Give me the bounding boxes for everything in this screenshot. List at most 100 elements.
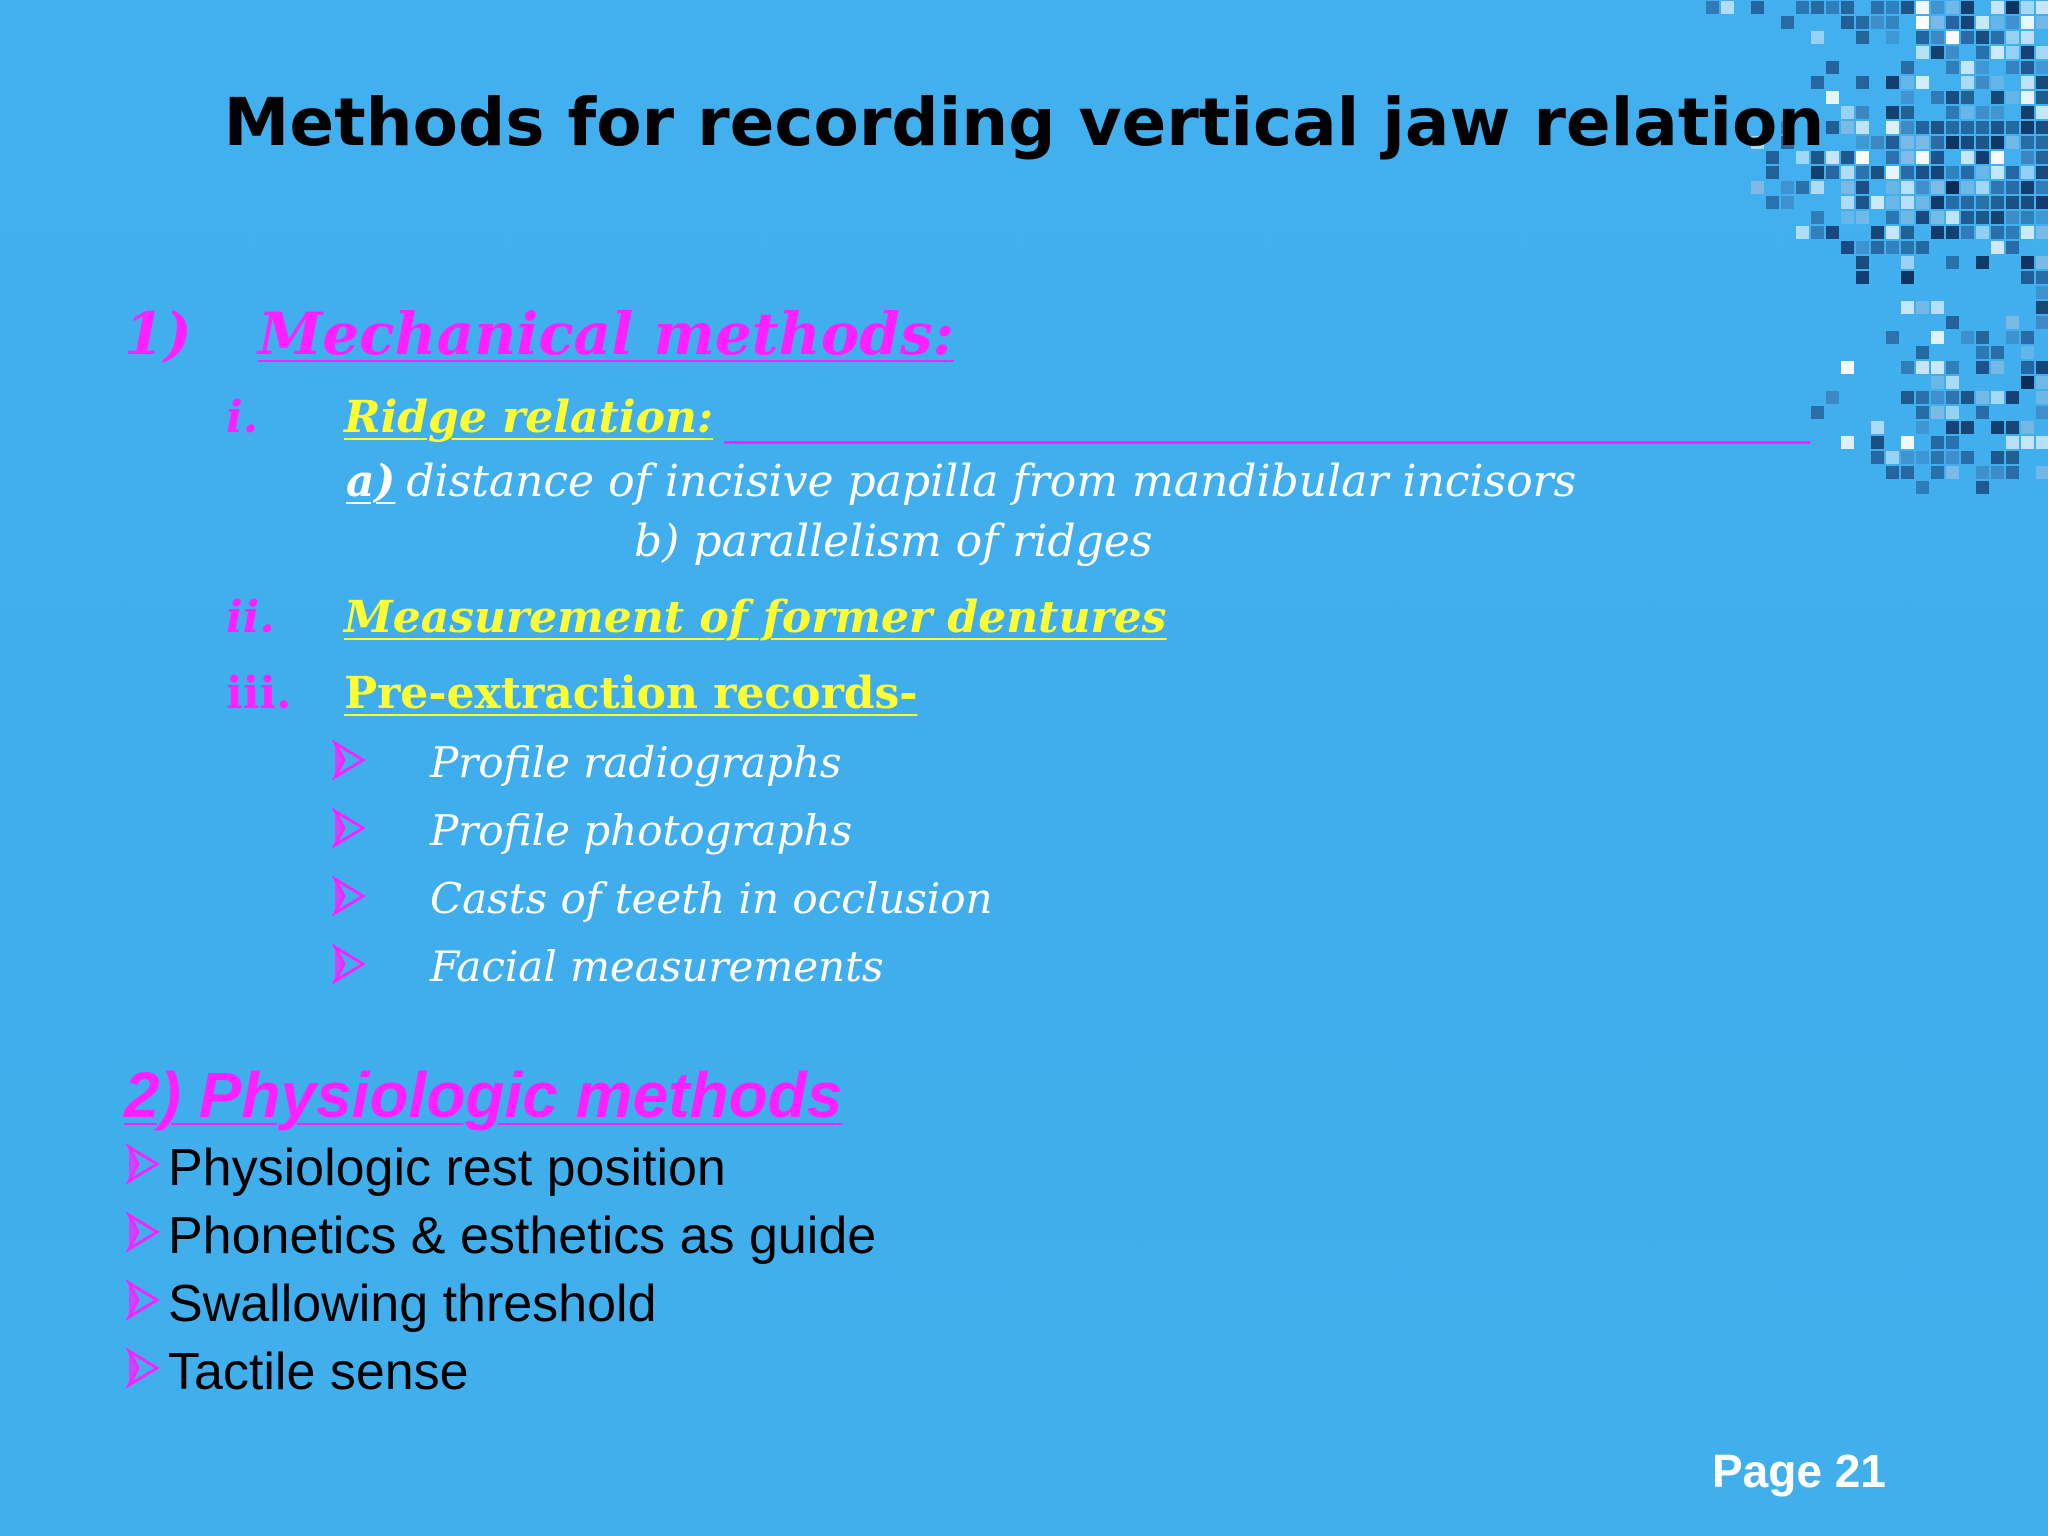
pixel-tile (2036, 361, 2048, 374)
pixel-tile (1946, 181, 1959, 194)
bullet-phonetics: Phonetics & esthetics as guide (168, 1207, 877, 1265)
pixel-tile (2021, 166, 2034, 179)
pixel-tile (2021, 181, 2034, 194)
pixel-tile (1946, 196, 1959, 209)
pixel-tile (1931, 436, 1944, 449)
pixel-tile (1931, 301, 1944, 314)
pixel-tile (1946, 166, 1959, 179)
pixel-tile (1751, 1, 1764, 14)
pixel-tile (2036, 61, 2048, 74)
pixel-tile (1961, 181, 1974, 194)
pixel-tile (1931, 196, 1944, 209)
pixel-tile (1901, 196, 1914, 209)
pixel-tile (1811, 31, 1824, 44)
pixel-tile (1841, 1, 1854, 14)
pixel-tile (2036, 301, 2048, 314)
item-ii-label: Measurement of former dentures (344, 592, 1167, 643)
pixel-tile (1796, 181, 1809, 194)
pixel-tile (1931, 451, 1944, 464)
pixel-tile (2021, 1, 2034, 14)
pixel-tile (1946, 316, 1959, 329)
pixel-tile (1901, 181, 1914, 194)
pixel-tile (1901, 361, 1914, 374)
pixel-tile (1976, 166, 1989, 179)
pixel-tile (1901, 241, 1914, 254)
pixel-tile (1976, 211, 1989, 224)
pixel-tile (1916, 16, 1929, 29)
pixel-tile (2036, 1, 2048, 14)
pixel-tile (1751, 181, 1764, 194)
pixel-tile (2006, 316, 2019, 329)
pixel-tile (1841, 436, 1854, 449)
pixel-tile (1946, 376, 1959, 389)
ridge-sub-a: a) distance of incisive papilla from man… (346, 456, 1576, 507)
pixel-tile (1931, 16, 1944, 29)
pixel-tile (1901, 271, 1914, 284)
pixel-tile (1991, 1, 2004, 14)
pixel-tile (1961, 196, 1974, 209)
pixel-tile (1931, 31, 1944, 44)
pixel-tile (1961, 421, 1974, 434)
pixel-tile (1976, 361, 1989, 374)
pixel-tile (1901, 256, 1914, 269)
pixel-tile (1841, 16, 1854, 29)
pixel-tile (2036, 316, 2048, 329)
pixel-tile (1991, 181, 2004, 194)
pixel-tile (1826, 1, 1839, 14)
pixel-tile (2006, 391, 2019, 404)
ridge-sub-a-label: a) (346, 456, 396, 507)
pixel-tile (1841, 241, 1854, 254)
pixel-tile (1886, 196, 1899, 209)
pixel-tile (2006, 331, 2019, 344)
pixel-tile (1871, 1, 1884, 14)
pixel-tile (1901, 61, 1914, 74)
pixel-tile (2006, 241, 2019, 254)
pixel-tile (1841, 181, 1854, 194)
pixel-tile (1946, 361, 1959, 374)
pixel-tile (1826, 61, 1839, 74)
pixel-tile (1931, 466, 1944, 479)
pixel-tile (1886, 466, 1899, 479)
pixel-tile (1721, 1, 1734, 14)
pixel-tile (2036, 196, 2048, 209)
pixel-tile (1781, 16, 1794, 29)
pixel-tile (1856, 166, 1869, 179)
pixel-tile (1826, 391, 1839, 404)
ridge-sub-a-text: distance of incisive papilla from mandib… (406, 456, 1577, 507)
ridge-underline-rule (724, 441, 1810, 444)
pixel-tile (1811, 181, 1824, 194)
pixel-tile (1946, 436, 1959, 449)
pixel-tile (1781, 181, 1794, 194)
pixel-tile (1991, 211, 2004, 224)
pixel-tile (1796, 226, 1809, 239)
pixel-tile (2021, 61, 2034, 74)
pixel-tile (2006, 451, 2019, 464)
pixel-tile (1961, 391, 1974, 404)
pixel-tile (1961, 211, 1974, 224)
pixel-tile (1871, 451, 1884, 464)
pixel-tile (2021, 211, 2034, 224)
bullet-facial-measurements: Facial measurements (430, 942, 884, 991)
arrow-bullet-icon (126, 1144, 160, 1184)
pixel-tile (2036, 256, 2048, 269)
pixel-tile (1841, 361, 1854, 374)
pixel-tile (1871, 421, 1884, 434)
pixel-tile (1916, 196, 1929, 209)
pixel-tile (2036, 46, 2048, 59)
pixel-tile (1811, 406, 1824, 419)
pixel-tile (1796, 1, 1809, 14)
pixel-tile (1901, 1, 1914, 14)
pixel-tile (1871, 226, 1884, 239)
bullet-profile-radiographs: Profile radiographs (430, 738, 842, 787)
item-i-label: Ridge relation: (344, 392, 714, 443)
pixel-tile (2021, 331, 2034, 344)
pixel-tile (2021, 31, 2034, 44)
pixel-tile (2021, 226, 2034, 239)
pixel-tile (1931, 1, 1944, 14)
pixel-tile (1886, 1, 1899, 14)
pixel-tile (1991, 451, 2004, 464)
pixel-tile (1976, 46, 1989, 59)
pixel-tile (2021, 346, 2034, 359)
pixel-tile (1916, 241, 1929, 254)
arrow-bullet-icon (126, 1280, 160, 1320)
